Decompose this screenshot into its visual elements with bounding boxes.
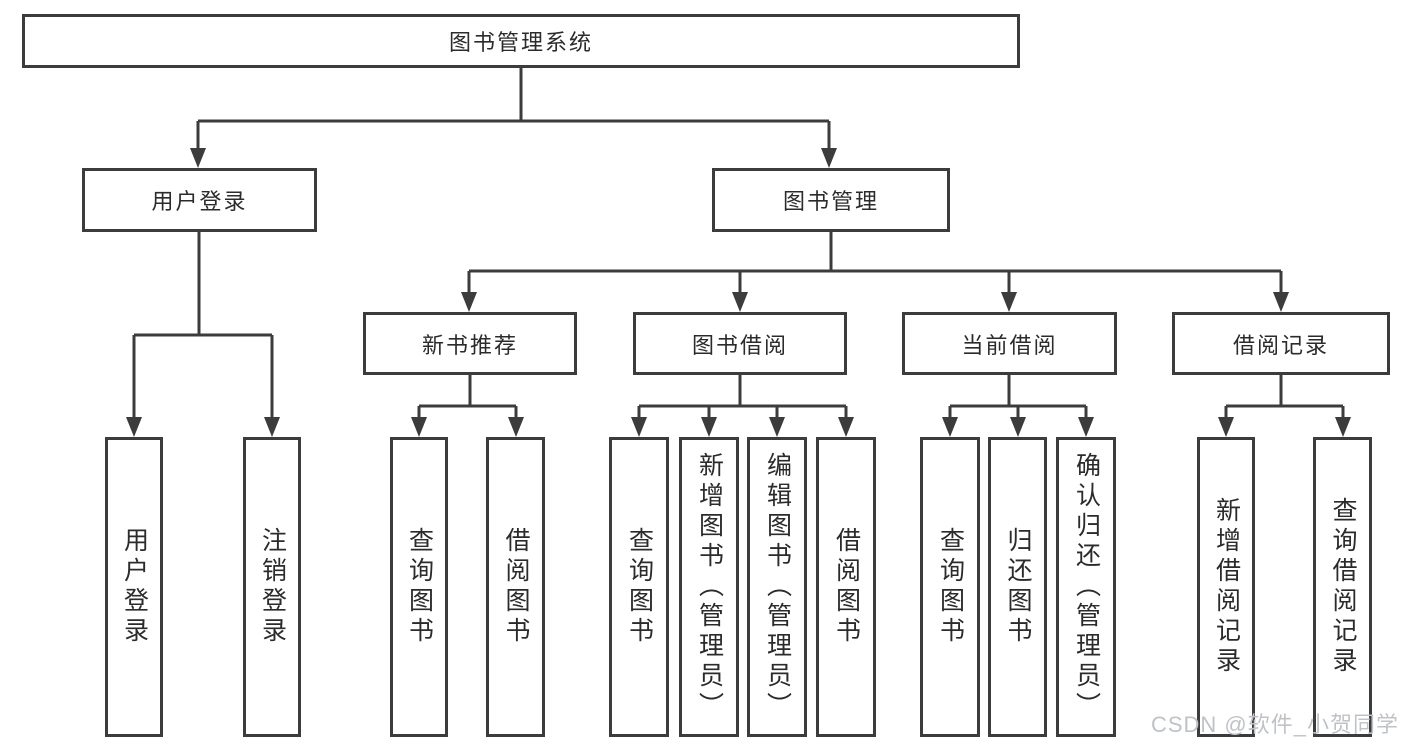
node-label: 当前借阅 [961, 332, 1058, 358]
node-root-system: 图书管理系统 [22, 14, 1020, 68]
node-book-borrowing: 图书借阅 [633, 312, 847, 375]
leaf-add-books-admin: 新增图书（管理员） [679, 437, 739, 737]
node-borrowing-records: 借阅记录 [1172, 312, 1390, 375]
node-label: 用户登录 [120, 527, 149, 647]
leaf-query-books-3: 查询图书 [920, 437, 980, 737]
node-label: 图书借阅 [691, 332, 788, 358]
node-label: 图书管理 [782, 189, 879, 214]
leaf-edit-books-admin: 编辑图书（管理员） [747, 437, 807, 737]
leaf-confirm-return-admin: 确认归还（管理员） [1056, 437, 1116, 737]
connector-new-book [417, 375, 518, 419]
node-user-login: 用户登录 [82, 168, 317, 232]
node-label: 新书推荐 [421, 332, 518, 358]
leaf-user-login: 用户登录 [105, 437, 163, 737]
leaf-query-books-1: 查询图书 [390, 437, 448, 737]
leaf-add-borrow-record: 新增借阅记录 [1197, 437, 1255, 737]
csdn-watermark: CSDN @软件_小贺同学 [1150, 712, 1399, 737]
node-label: 注销登录 [258, 527, 287, 647]
node-label: 借阅图书 [502, 527, 530, 647]
node-label: 新增图书（管理员） [695, 452, 724, 722]
leaf-query-borrow-record: 查询借阅记录 [1313, 437, 1372, 737]
connector-root [196, 68, 831, 150]
node-label: 借阅记录 [1232, 332, 1329, 358]
node-label: 用户登录 [151, 189, 248, 214]
node-label: 归还图书 [1004, 527, 1032, 647]
leaf-borrow-books-1: 借阅图书 [486, 437, 545, 737]
node-book-management: 图书管理 [712, 168, 950, 232]
leaf-borrow-books-2: 借阅图书 [816, 437, 876, 737]
leaf-logout: 注销登录 [243, 437, 301, 737]
node-current-borrowing: 当前借阅 [902, 312, 1117, 375]
node-label: 查询图书 [405, 527, 434, 647]
node-label: 确认归还（管理员） [1072, 452, 1101, 722]
connector-user-login [132, 232, 274, 419]
connector-borrow-record [1224, 375, 1345, 419]
node-label: 图书管理系统 [448, 30, 593, 55]
node-label: 借阅图书 [832, 527, 861, 647]
node-label: 查询图书 [625, 527, 654, 647]
node-label: 查询借阅记录 [1329, 497, 1357, 677]
node-label: 编辑图书（管理员） [763, 452, 792, 722]
connector-current-borrow [948, 375, 1088, 419]
connector-book-borrow [637, 375, 848, 419]
leaf-return-books: 归还图书 [988, 437, 1047, 737]
node-new-book-recommend: 新书推荐 [363, 312, 577, 375]
node-label: 查询图书 [936, 527, 965, 647]
node-label: 新增借阅记录 [1212, 497, 1241, 677]
leaf-query-books-2: 查询图书 [609, 437, 669, 737]
connector-book-management [467, 232, 1283, 294]
